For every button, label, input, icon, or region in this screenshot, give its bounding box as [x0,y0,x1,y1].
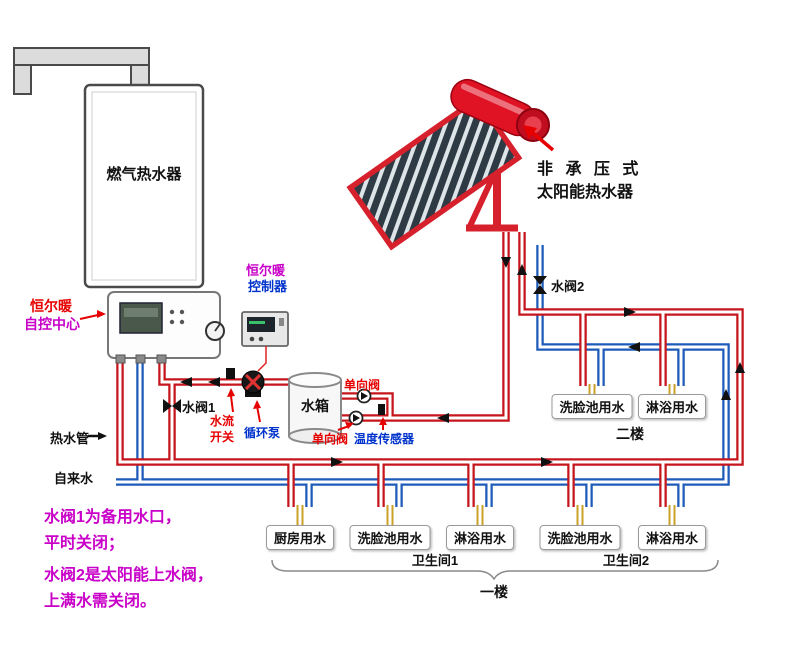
controller-wire [257,346,267,372]
check-valve-top-icon [356,388,372,404]
flow-switch-label-2: 开关 [210,430,235,444]
valve2-icon [533,276,547,294]
bathroom1-label: 卫生间1 [411,553,459,568]
note-line-3: 水阀2是太阳能上水阀， [44,567,213,584]
tank-label: 水箱 [301,398,329,414]
fixture-1f-basin-1: 洗脸池用水 [349,525,431,550]
flow-arrows [180,257,745,467]
note-line-4: 上满水需关闭。 [44,593,157,610]
hot-pipe-label: 热水管 [50,431,90,446]
solar-pointer-arrow [523,125,555,152]
tap-water-label: 自来水 [54,471,94,486]
gauge-icon [205,321,225,341]
controller-screen [247,317,275,332]
hot-water-pipes [120,232,740,507]
note-line-1: 水阀1为备用水口， [44,509,181,526]
fixture-2f-basin: 洗脸池用水 [551,394,633,419]
bathroom2-label: 卫生间2 [602,553,650,568]
fixture-1f-shower-1: 淋浴用水 [445,525,515,550]
control-box-connectors [115,354,167,364]
cold-water-pipes [116,245,726,507]
controller-label-1: 恒尔暖 [246,263,286,278]
check-valve-bottom-icon [348,410,364,426]
control-center-label-1: 恒尔暖 [30,298,72,314]
solar-heater [346,78,555,251]
check-valve-bottom-label: 单向阀 [312,432,349,446]
pump-label: 循环泵 [244,426,281,440]
control-screen [119,302,163,334]
flow-switch-label-1: 水流 [210,414,235,428]
valve1-icon [163,399,181,413]
gas-heater-flue [13,47,150,95]
solar-label-2: 太阳能热水器 [537,184,634,201]
valve2-label: 水阀2 [551,279,585,294]
gas-heater-body [83,83,205,289]
floor-brace [271,559,719,581]
flow-switch-icon [226,368,235,379]
fixture-1f-kitchen: 厨房用水 [265,525,335,550]
fixture-1f-shower-2: 淋浴用水 [637,525,707,550]
temp-sensor-icon [378,404,385,415]
pump-icon [241,370,265,397]
water-tank-body [288,372,342,444]
fixture-1f-basin-2: 洗脸池用水 [539,525,621,550]
note-line-2: 平时关闭； [44,535,125,552]
check-valve-top-label: 单向阀 [344,378,381,392]
solar-tank [450,78,550,142]
controller-label-2: 控制器 [248,279,288,294]
control-center-label-2: 自控中心 [24,316,80,332]
temp-sensor-label: 温度传感器 [354,432,415,446]
fixture-2f-shower: 淋浴用水 [637,394,707,419]
control-center-box [107,291,221,359]
solar-label-1: 非 承 压 式 [537,161,643,178]
gas-heater-label: 燃气热水器 [106,166,182,183]
floor1-label: 一楼 [480,584,508,600]
label-arrows [79,310,387,440]
floor2-label: 二楼 [616,426,644,442]
valve1-label: 水阀1 [182,400,216,415]
controller-box [241,311,289,372]
